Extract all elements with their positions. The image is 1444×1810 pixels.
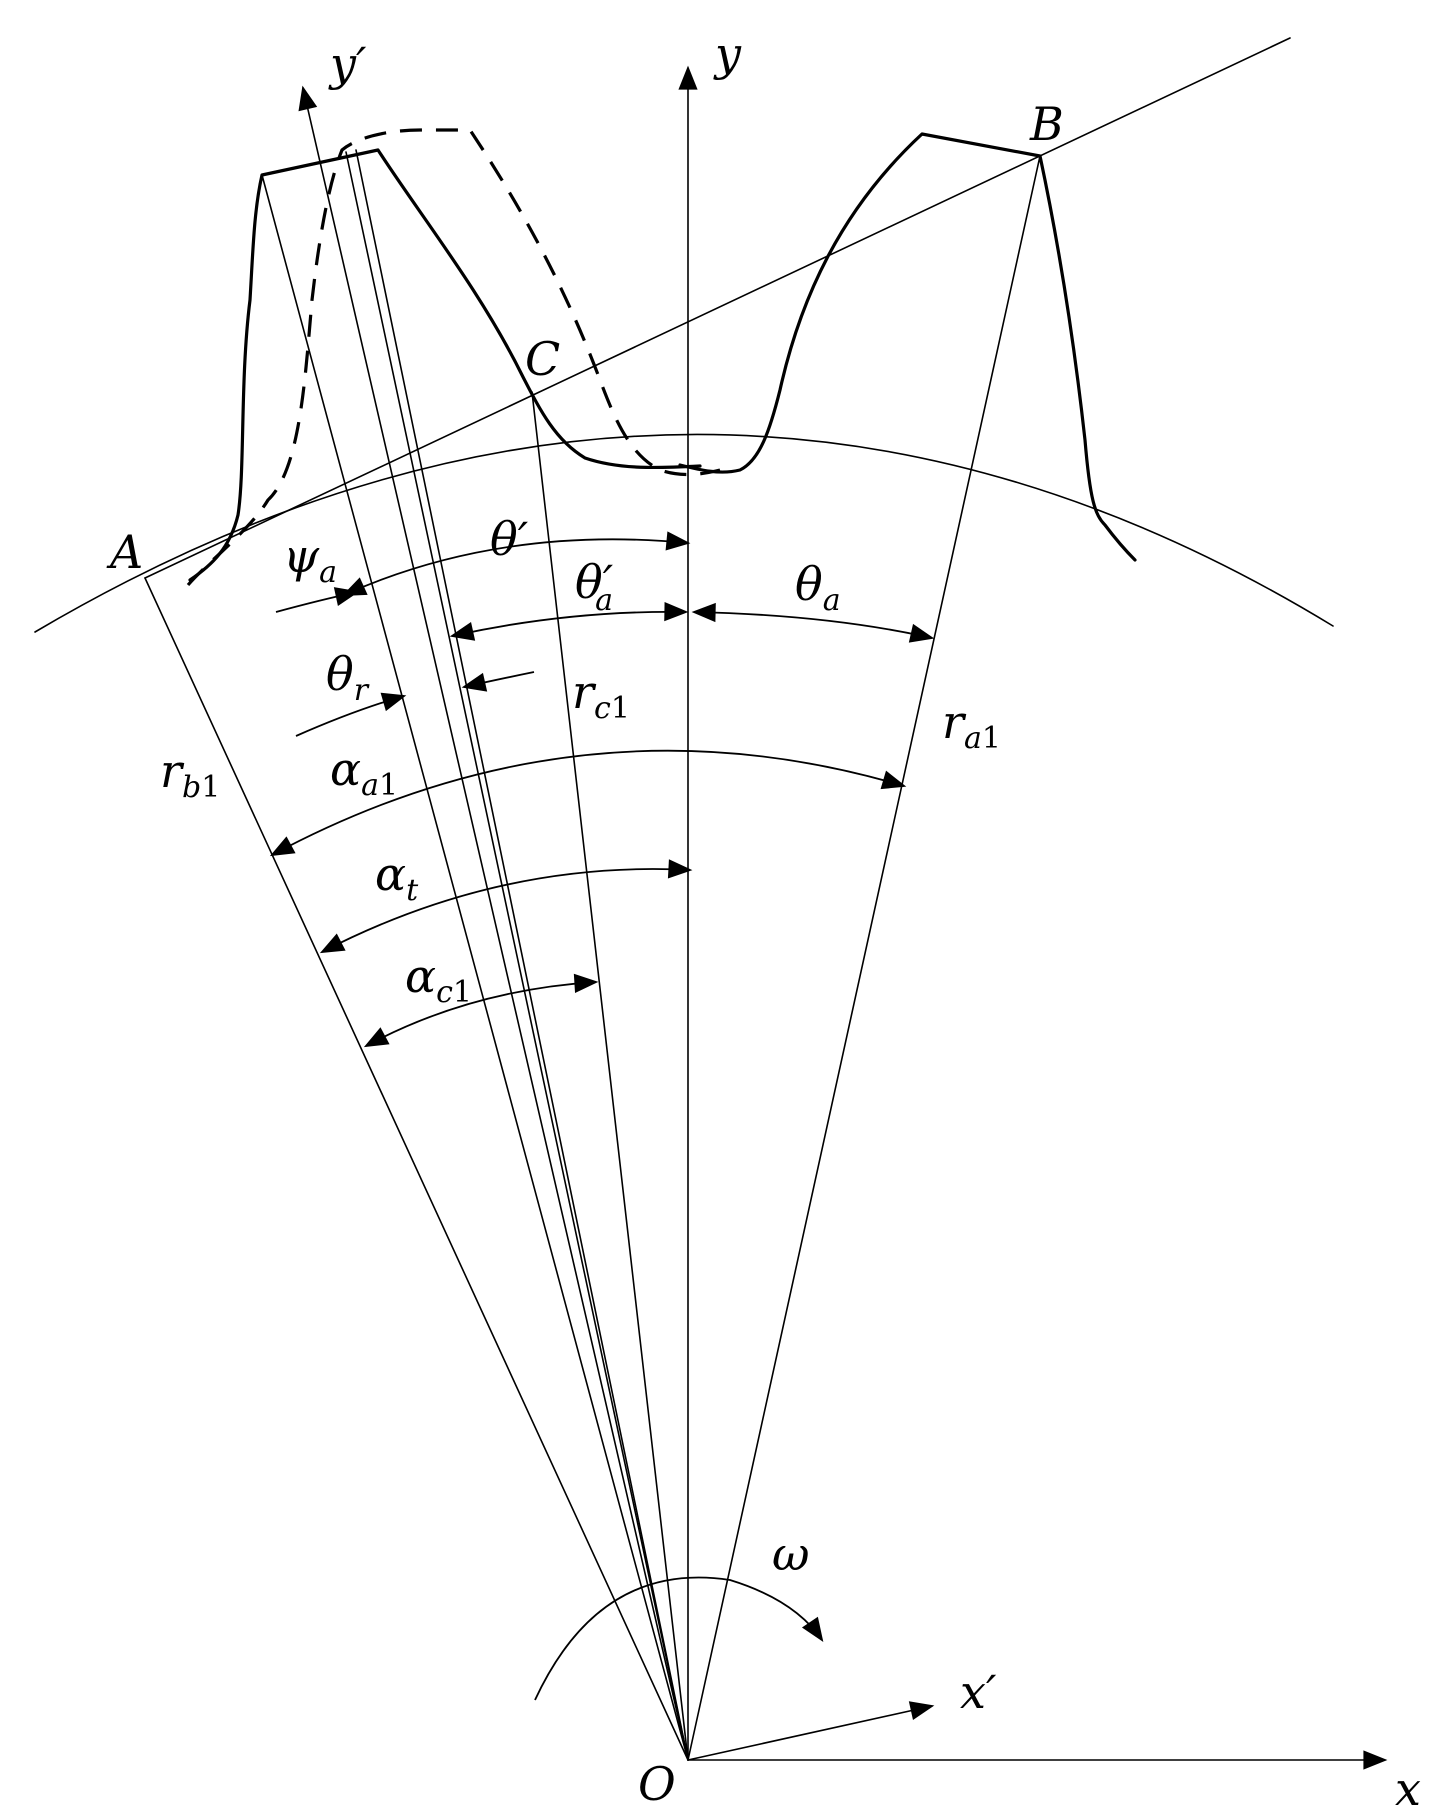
- alpha-c1-label: αc1: [405, 949, 472, 1010]
- theta-r-arrow-left: [295, 692, 407, 737]
- omega-label: ω: [772, 1527, 810, 1581]
- theta-a-prime-label: θ′a: [575, 555, 614, 618]
- y-axis-label: y: [713, 27, 742, 81]
- radius-line-3: [355, 149, 689, 1761]
- r-c1-label: rc1: [572, 665, 630, 726]
- psi-a-label: ψa: [283, 529, 337, 590]
- r-b1-label: rb1: [160, 744, 220, 805]
- theta-prime-arc: [341, 531, 691, 596]
- point-O-label: O: [638, 1757, 676, 1810]
- alpha-t-arc: [319, 859, 693, 954]
- line-of-action: [144, 37, 1291, 579]
- r-a1-label: ra1: [942, 695, 1001, 756]
- radius-line-2: [345, 151, 689, 1761]
- alpha-a1-label: αa1: [330, 742, 398, 803]
- addendum-circle-arc: [34, 433, 1334, 633]
- alpha-c1-arc: [363, 973, 599, 1048]
- alpha-a1-arc: [269, 749, 907, 857]
- point-A-label: A: [106, 525, 143, 579]
- x-prime-axis: [687, 1701, 935, 1761]
- x-axis-label: x: [1395, 1762, 1421, 1810]
- theta-a-prime-arc: [449, 602, 689, 641]
- theta-r-label: θr: [326, 647, 370, 708]
- y-prime-axis-label: y′: [328, 37, 367, 91]
- radius-line-1: [261, 174, 689, 1761]
- omega-rotation-arc: [534, 1576, 824, 1701]
- point-C-label: C: [525, 332, 560, 386]
- theta-r-arrow-right: [461, 671, 535, 692]
- displaced-tooth-profile: [186, 128, 721, 587]
- alpha-t-label: αt: [375, 847, 419, 908]
- left-tooth-profile: [188, 148, 702, 582]
- radius-r-b1: [144, 577, 689, 1761]
- radius-r-a1: [687, 155, 1041, 1761]
- theta-a-label: θa: [795, 557, 841, 618]
- psi-a-arrow: [275, 587, 360, 613]
- point-B-label: B: [1029, 97, 1064, 151]
- x-prime-axis-label: x′: [960, 1665, 997, 1719]
- right-tooth-profile: [678, 132, 1137, 562]
- y-prime-axis: [298, 85, 689, 1761]
- theta-a-arc: [691, 602, 935, 643]
- theta-prime-label: θ′: [490, 512, 529, 566]
